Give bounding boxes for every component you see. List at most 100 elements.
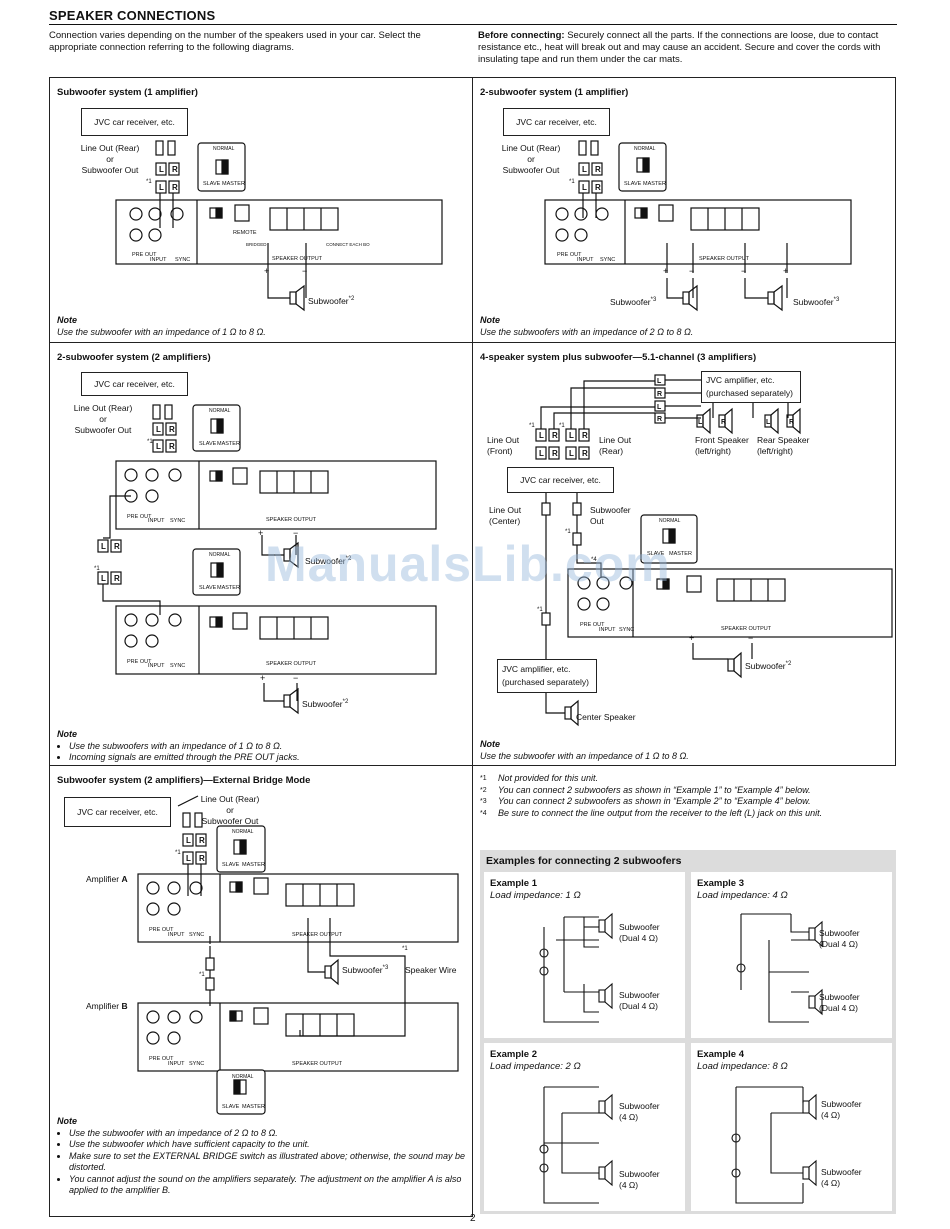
svg-text:*1: *1 xyxy=(569,179,575,185)
svg-text:L: L xyxy=(569,431,574,440)
svg-text:L: L xyxy=(657,404,662,411)
subwoofer-label: Subwoofer(4 Ω) xyxy=(619,1101,660,1122)
svg-text:MASTER: MASTER xyxy=(222,181,245,187)
svg-text:R: R xyxy=(169,425,175,434)
svg-text:INPUT: INPUT xyxy=(148,518,165,524)
panel-title: Subwoofer system (1 amplifier) xyxy=(57,87,198,98)
svg-text:INPUT: INPUT xyxy=(599,627,616,633)
svg-text:PRE OUT: PRE OUT xyxy=(149,1056,174,1062)
svg-text:SLAVE: SLAVE xyxy=(222,1104,240,1110)
panel-title: Subwoofer system (2 amplifiers)—External… xyxy=(57,775,311,786)
svg-text:INPUT: INPUT xyxy=(168,1061,185,1067)
example-diagram xyxy=(539,912,613,1023)
amplifier-a-label: Amplifier A xyxy=(86,874,128,884)
svg-text:+: + xyxy=(783,266,788,276)
svg-text:PRE OUT: PRE OUT xyxy=(580,622,605,628)
svg-text:*1: *1 xyxy=(147,439,153,445)
svg-text:NORMAL: NORMAL xyxy=(634,146,656,152)
line-out-front-label: Line Out(Front) xyxy=(487,435,520,456)
svg-text:INPUT: INPUT xyxy=(168,932,185,938)
intro-right-text: Securely connect all the parts. If the c… xyxy=(478,30,881,65)
svg-text:−: − xyxy=(302,266,307,276)
note-block: Note Use the subwoofer with an impedance… xyxy=(57,1116,467,1197)
subwoofer-label: Subwoofer(4 Ω) xyxy=(821,1099,862,1120)
svg-text:R: R xyxy=(172,183,178,192)
example-3: Example 3 Load impedance: 4 Ω Subwoofer(… xyxy=(691,872,892,1038)
svg-text:CONNECT EACH BO: CONNECT EACH BO xyxy=(326,242,370,247)
svg-text:*1: *1 xyxy=(402,946,408,952)
center-speaker-label: Center Speaker xyxy=(576,712,636,722)
svg-text:R: R xyxy=(657,416,662,423)
svg-text:L: L xyxy=(582,165,587,174)
svg-text:L: L xyxy=(159,165,164,174)
subwoofer-label: Subwoofer(4 Ω) xyxy=(619,1169,660,1190)
svg-text:MASTER: MASTER xyxy=(669,551,692,557)
svg-text:*1: *1 xyxy=(146,179,152,185)
svg-text:+: + xyxy=(258,528,263,538)
note-block: Note Use the subwoofers with an impedanc… xyxy=(57,729,457,764)
svg-text:+: + xyxy=(689,633,694,643)
svg-text:NORMAL: NORMAL xyxy=(232,829,254,835)
svg-text:+: + xyxy=(663,266,668,276)
svg-text:INPUT: INPUT xyxy=(148,663,165,669)
svg-text:L: L xyxy=(582,183,587,192)
svg-text:PRE OUT: PRE OUT xyxy=(127,659,152,665)
subwoofer-left-label: Subwoofer*3 xyxy=(610,297,657,307)
svg-text:NORMAL: NORMAL xyxy=(659,518,681,524)
subwoofer-label: Subwoofer(Dual 4 Ω) xyxy=(619,990,660,1011)
svg-text:NORMAL: NORMAL xyxy=(232,1074,254,1080)
svg-text:L: L xyxy=(539,431,544,440)
svg-text:R: R xyxy=(657,391,662,398)
svg-text:*1: *1 xyxy=(559,423,565,429)
svg-text:−: − xyxy=(293,528,298,538)
panel-title: 2-subwoofer system (1 amplifier) xyxy=(480,87,629,98)
svg-text:SPEAKER OUTPUT: SPEAKER OUTPUT xyxy=(266,517,317,523)
svg-text:NORMAL: NORMAL xyxy=(213,146,235,152)
svg-text:−: − xyxy=(741,266,746,276)
svg-text:MASTER: MASTER xyxy=(643,181,666,187)
svg-text:L: L xyxy=(101,542,106,551)
note-item: You cannot adjust the sound on the ampli… xyxy=(69,1174,467,1197)
amplifier-b-label: Amplifier B xyxy=(86,1001,128,1011)
svg-text:R: R xyxy=(789,419,794,426)
wiring-diagram: L R L R *1 NORMAL SLAVE MASTER REMOTE PR… xyxy=(115,140,443,312)
svg-text:SLAVE: SLAVE xyxy=(203,181,221,187)
intro-left: Connection varies depending on the numbe… xyxy=(49,30,421,53)
page-title: SPEAKER CONNECTIONS xyxy=(49,8,216,23)
subwoofer-label: Subwoofer*3 xyxy=(342,965,389,975)
svg-text:SLAVE: SLAVE xyxy=(222,862,240,868)
svg-text:MASTER: MASTER xyxy=(242,1104,265,1110)
svg-text:+: + xyxy=(260,673,265,683)
panel-2-subwoofer-1-amp: 2-subwoofer system (1 amplifier) JVC car… xyxy=(472,77,896,343)
svg-text:SLAVE: SLAVE xyxy=(199,585,217,591)
svg-text:R: R xyxy=(169,442,175,451)
svg-text:SPEAKER OUTPUT: SPEAKER OUTPUT xyxy=(699,256,750,262)
svg-text:NORMAL: NORMAL xyxy=(209,408,231,414)
svg-text:R: R xyxy=(552,431,558,440)
svg-text:PRE OUT: PRE OUT xyxy=(149,927,174,933)
subwoofer-label: Subwoofer(Dual 4 Ω) xyxy=(819,928,860,949)
rear-speaker-label: Rear Speaker(left/right) xyxy=(757,435,810,456)
svg-text:SLAVE: SLAVE xyxy=(624,181,642,187)
wiring-diagram: L R L R L R L R *1 *1 NORMAL SLAVE MASTE… xyxy=(94,404,437,715)
subwoofer-mid-label: Subwoofer*2 xyxy=(305,556,352,566)
note-item: Use the subwoofers with an impedance of … xyxy=(69,741,457,753)
example-diagram xyxy=(539,1086,613,1204)
svg-text:MASTER: MASTER xyxy=(217,441,240,447)
svg-text:SYNC: SYNC xyxy=(189,1061,204,1067)
subwoofer-right-label: Subwoofer*3 xyxy=(793,297,840,307)
line-out-rear-label: Line Out(Rear) xyxy=(599,435,632,456)
receiver-box: JVC car receiver, etc. xyxy=(64,797,171,827)
svg-text:−: − xyxy=(748,633,753,643)
svg-text:R: R xyxy=(552,449,558,458)
subwoofer-label: Subwoofer*2 xyxy=(745,661,792,671)
receiver-box: JVC car receiver, etc. xyxy=(81,372,188,396)
panel-external-bridge: Subwoofer system (2 amplifiers)—External… xyxy=(49,765,473,1217)
title-divider xyxy=(49,24,897,25)
svg-text:*1: *1 xyxy=(175,850,181,856)
example-4: Example 4 Load impedance: 8 Ω Subwoofer(… xyxy=(691,1043,892,1211)
